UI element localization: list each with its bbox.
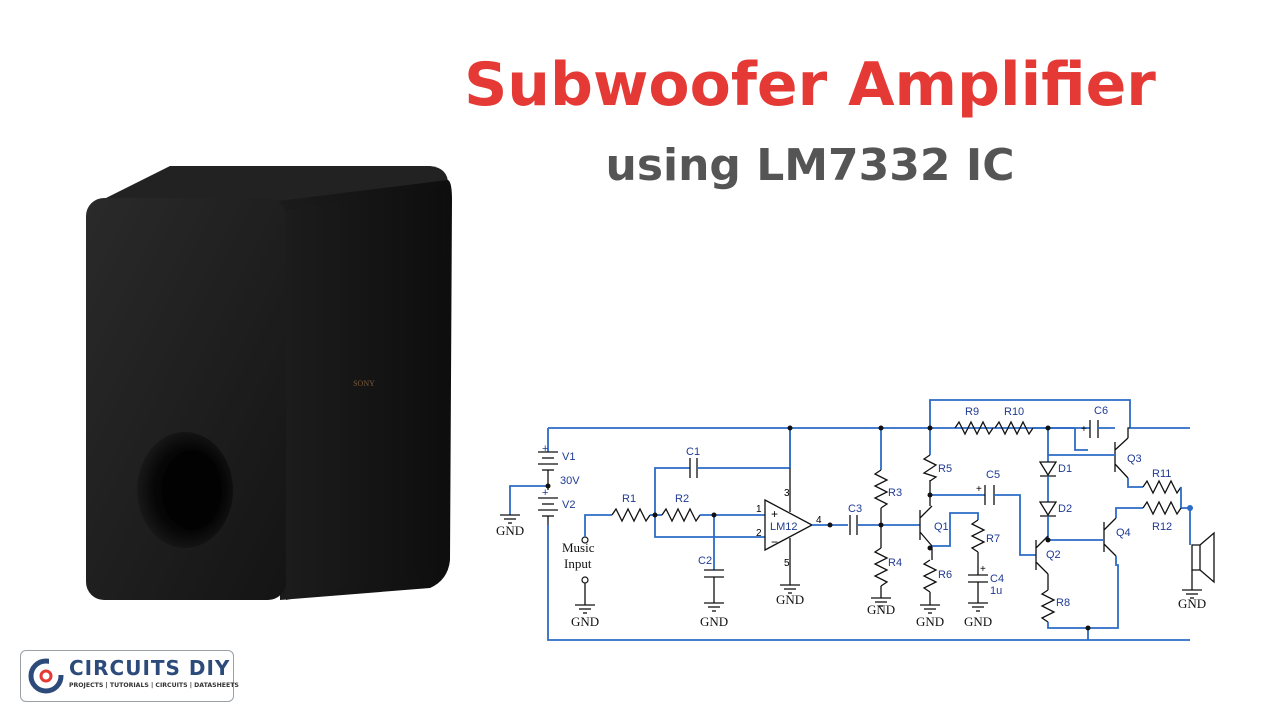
svg-text:C2: C2 [698, 555, 712, 567]
svg-text:+: + [1081, 424, 1087, 435]
transistor-q3 [1114, 437, 1129, 479]
svg-text:1: 1 [756, 504, 762, 515]
svg-text:C3: C3 [848, 503, 862, 515]
svg-text:2: 2 [756, 528, 762, 539]
svg-text:GND: GND [1178, 596, 1206, 611]
svg-text:R6: R6 [938, 569, 952, 581]
svg-text:+: + [771, 507, 778, 521]
resistor-r3 [873, 469, 889, 509]
capacitor-c6 [1089, 420, 1099, 438]
svg-text:1u: 1u [990, 585, 1002, 597]
svg-text:+: + [976, 484, 982, 495]
loudspeaker-symbol [1191, 531, 1215, 584]
capacitor-c5 [984, 485, 995, 505]
svg-text:Q2: Q2 [1046, 549, 1061, 561]
transistor-q2 [1035, 535, 1049, 575]
svg-text:GND: GND [916, 614, 944, 629]
svg-text:GND: GND [571, 614, 599, 629]
svg-text:GND: GND [700, 614, 728, 629]
speaker-brand-label: SONY [353, 379, 375, 388]
svg-text:V1: V1 [562, 451, 575, 463]
resistor-r9 [954, 420, 994, 436]
svg-text:R7: R7 [986, 533, 1000, 545]
resistor-r5 [922, 454, 938, 482]
svg-text:D2: D2 [1058, 503, 1072, 515]
diode-d1 [1038, 461, 1058, 477]
resistor-r7 [970, 519, 986, 553]
svg-text:R4: R4 [888, 557, 902, 569]
svg-text:R2: R2 [675, 493, 689, 505]
speaker-front-face [86, 198, 286, 600]
svg-text:3: 3 [784, 488, 790, 499]
page-title: Subwoofer Amplifier [464, 50, 1156, 120]
svg-text:R8: R8 [1056, 597, 1070, 609]
svg-text:30V: 30V [560, 475, 580, 487]
svg-text:V2: V2 [562, 499, 575, 511]
svg-text:+: + [542, 443, 548, 455]
svg-text:C4: C4 [990, 573, 1004, 585]
ground-rail [547, 525, 1190, 641]
resistor-r2 [661, 507, 701, 523]
svg-text:4: 4 [816, 515, 822, 526]
svg-text:5: 5 [784, 558, 790, 569]
transistor-q4 [1103, 517, 1117, 557]
resistor-r6 [922, 559, 938, 593]
svg-text:−: − [771, 535, 778, 549]
svg-text:Q4: Q4 [1116, 527, 1131, 539]
transistor-q1 [919, 505, 933, 547]
resistor-r11 [1142, 479, 1182, 495]
svg-text:Input: Input [564, 556, 592, 571]
battery-v2 [538, 497, 558, 517]
svg-text:Q1: Q1 [934, 521, 949, 533]
capacitor-c1 [689, 458, 698, 478]
svg-text:R3: R3 [888, 487, 902, 499]
ground-symbol-v [500, 514, 520, 524]
logo-tagline: PROJECTS | TUTORIALS | CIRCUITS | DATASH… [69, 682, 239, 689]
svg-text:R5: R5 [938, 463, 952, 475]
svg-text:C1: C1 [686, 446, 700, 458]
svg-text:R11: R11 [1152, 468, 1171, 480]
resistor-r1 [611, 507, 651, 523]
circuits-diy-logo[interactable]: CIRCUITS DIY PROJECTS | TUTORIALS | CIRC… [20, 650, 239, 702]
svg-text:D1: D1 [1058, 463, 1072, 475]
capacitor-c4 [968, 574, 988, 583]
resistor-r10 [994, 420, 1034, 436]
capacitor-c2 [704, 569, 724, 578]
diode-d2 [1038, 501, 1058, 517]
svg-text:GND: GND [867, 602, 895, 617]
svg-text:R9: R9 [965, 406, 979, 418]
svg-text:+: + [542, 487, 548, 499]
svg-text:Music: Music [562, 540, 595, 555]
svg-text:R10: R10 [1004, 406, 1024, 418]
svg-text:GND: GND [496, 523, 524, 538]
capacitor-c3 [849, 515, 858, 535]
svg-text:R12: R12 [1152, 521, 1172, 533]
page-subtitle: using LM7332 IC [605, 140, 1015, 191]
logo-mark-icon [28, 658, 65, 694]
svg-text:LM12: LM12 [770, 521, 798, 533]
svg-text:C5: C5 [986, 469, 1000, 481]
svg-text:Q3: Q3 [1127, 453, 1142, 465]
opamp-lm12 [764, 498, 814, 552]
circuit-schematic: GND V1 30V V2 + + Music Input GND R1 R2 … [496, 399, 1215, 641]
resistor-r12 [1142, 500, 1182, 516]
svg-text:GND: GND [964, 614, 992, 629]
svg-text:R1: R1 [622, 493, 636, 505]
svg-text:C6: C6 [1094, 405, 1108, 417]
resistor-r4 [873, 547, 889, 587]
svg-text:GND: GND [776, 592, 804, 607]
subwoofer-speaker-image: SONY [86, 166, 452, 600]
logo-brand-text: CIRCUITS DIY [69, 656, 231, 680]
svg-text:+: + [980, 564, 986, 575]
resistor-r8 [1040, 589, 1056, 623]
